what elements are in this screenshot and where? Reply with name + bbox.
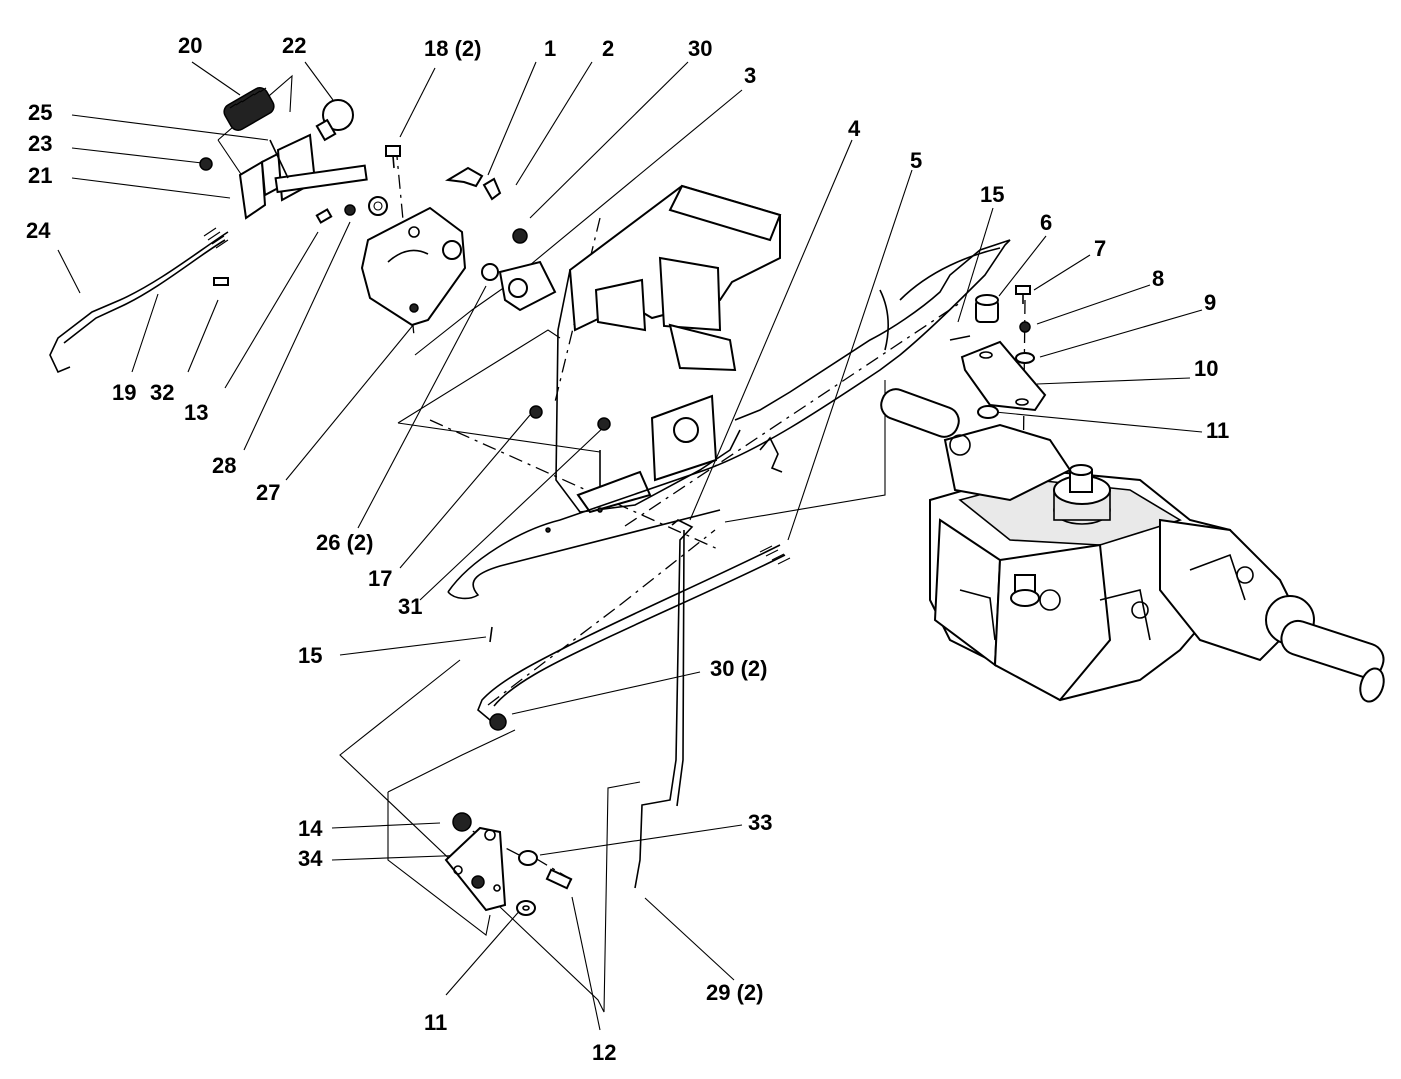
transaxle bbox=[880, 285, 1385, 703]
callout-13: 13 bbox=[184, 400, 209, 425]
callout-20: 20 bbox=[178, 33, 203, 58]
callout-24: 24 bbox=[26, 218, 51, 243]
callout-12: 12 bbox=[592, 1040, 617, 1065]
rod-nut bbox=[489, 713, 507, 731]
callout-15-top: 15 bbox=[980, 182, 1005, 207]
callout-27: 27 bbox=[256, 480, 281, 505]
callout-32: 32 bbox=[150, 380, 175, 405]
callout-19: 19 bbox=[112, 380, 137, 405]
control-arm bbox=[960, 340, 1047, 412]
callout-25: 25 bbox=[28, 100, 53, 125]
knob bbox=[322, 99, 354, 131]
leader-lines bbox=[57, 61, 1203, 1031]
callout-10: 10 bbox=[1194, 356, 1219, 381]
callout-18: 18 (2) bbox=[424, 36, 482, 61]
bellcrank-bolt bbox=[545, 868, 573, 890]
bellcrank-nut bbox=[452, 812, 472, 832]
console-bracket bbox=[529, 184, 782, 514]
callout-33: 33 bbox=[748, 810, 773, 835]
callout-21: 21 bbox=[28, 163, 53, 188]
callout-34: 34 bbox=[298, 846, 323, 871]
spring bbox=[223, 87, 275, 131]
callout-6: 6 bbox=[1040, 210, 1053, 235]
frame-rail bbox=[447, 239, 1011, 600]
callout-26: 26 (2) bbox=[316, 530, 374, 555]
callout-22: 22 bbox=[282, 33, 307, 58]
callout-8: 8 bbox=[1152, 266, 1165, 291]
callout-3: 3 bbox=[744, 63, 757, 88]
callout-15-lower: 15 bbox=[298, 643, 323, 668]
callout-11-lower: 11 bbox=[424, 1010, 448, 1035]
lever-bracket bbox=[238, 160, 267, 220]
callout-23: 23 bbox=[28, 131, 53, 156]
pivot-plate bbox=[360, 206, 467, 327]
linkage-rods bbox=[477, 519, 791, 889]
callout-4: 4 bbox=[848, 116, 861, 141]
shift-lever-assembly bbox=[49, 87, 557, 374]
bellcrank-assembly bbox=[444, 812, 573, 916]
callout-2: 2 bbox=[602, 36, 615, 61]
bellcrank-plate bbox=[444, 826, 507, 912]
right-axle bbox=[1280, 619, 1385, 679]
callout-30-lower: 30 (2) bbox=[710, 656, 768, 681]
callout-29: 29 (2) bbox=[706, 980, 764, 1005]
callout-28: 28 bbox=[212, 453, 237, 478]
callout-31: 31 bbox=[398, 594, 423, 619]
callout-9: 9 bbox=[1204, 290, 1217, 315]
callout-17: 17 bbox=[368, 566, 393, 591]
screw bbox=[199, 157, 213, 171]
callout-30: 30 bbox=[688, 36, 713, 61]
callout-14: 14 bbox=[298, 816, 323, 841]
clip bbox=[213, 277, 229, 286]
spring-clip bbox=[445, 166, 484, 188]
callout-5: 5 bbox=[910, 148, 923, 173]
shift-rod bbox=[49, 231, 229, 374]
callout-1: 1 bbox=[544, 36, 557, 61]
callout-7: 7 bbox=[1094, 236, 1107, 261]
callout-11-right: 11 bbox=[1206, 418, 1230, 443]
nut bbox=[512, 228, 528, 244]
